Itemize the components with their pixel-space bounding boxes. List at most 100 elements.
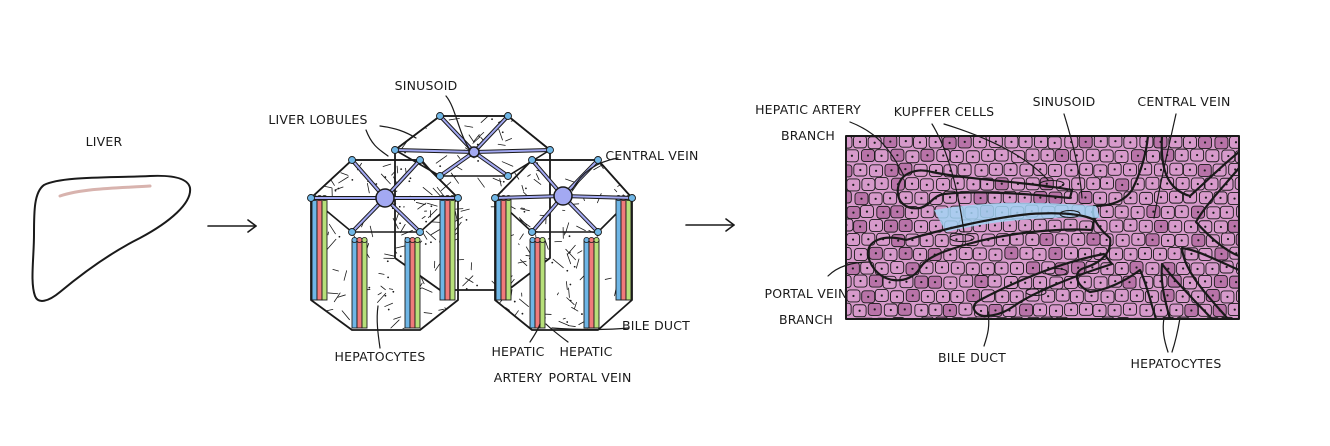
hepatocyte-cell	[928, 332, 941, 344]
hepatocyte-cell	[846, 247, 852, 261]
cell-nucleus	[1188, 141, 1192, 144]
cell-nucleus	[949, 253, 952, 256]
cell-nucleus	[890, 169, 893, 172]
bile-duct-stripe	[414, 239, 421, 329]
hepatocyte-cell	[990, 332, 1003, 344]
cell-nucleus	[1084, 140, 1087, 143]
liver-organ	[31, 174, 192, 302]
cell-nucleus	[1175, 308, 1178, 312]
label-portal-vein-branch-1: PORTAL VEIN	[765, 286, 848, 301]
label-hepatic-portal-vein-2: PORTAL VEIN	[549, 370, 632, 385]
hepatocyte-cell	[1229, 275, 1239, 289]
cell-nucleus	[1024, 224, 1027, 227]
cell-nucleus	[1098, 309, 1101, 312]
cell-nucleus	[1090, 294, 1093, 297]
cell-nucleus	[1031, 154, 1034, 157]
cell-nucleus	[1122, 322, 1124, 324]
cell-nucleus	[1114, 197, 1117, 200]
cell-nucleus	[896, 154, 899, 157]
arrow-right-icon	[207, 219, 257, 233]
cell-nucleus	[1129, 224, 1132, 227]
bile-duct-stripe	[625, 197, 632, 301]
cell-nucleus	[1039, 196, 1042, 199]
sinusoid-spoke	[562, 195, 633, 199]
cell-nucleus	[1031, 266, 1035, 270]
hepatocyte-cell	[1064, 332, 1077, 344]
cell-nucleus	[1166, 182, 1169, 185]
cell-nucleus	[1137, 238, 1140, 241]
cell-nucleus	[1038, 281, 1042, 284]
cell-nucleus	[1069, 252, 1073, 255]
cell-nucleus	[1173, 252, 1176, 255]
hepatocyte-cell	[839, 332, 852, 344]
cell-nucleus	[1196, 211, 1200, 214]
cell-nucleus	[852, 211, 855, 214]
cell-nucleus	[1039, 336, 1041, 338]
cell-nucleus	[1008, 224, 1011, 227]
cell-nucleus	[972, 294, 975, 297]
cell-nucleus	[889, 197, 892, 200]
cell-nucleus	[1114, 252, 1118, 256]
cell-nucleus	[880, 154, 883, 157]
cell-nucleus	[1120, 294, 1123, 297]
cell-nucleus	[971, 267, 974, 270]
cell-nucleus	[1128, 308, 1132, 311]
cell-nucleus	[904, 168, 907, 171]
hepatocyte-cell	[943, 332, 956, 344]
cell-nucleus	[1099, 281, 1102, 284]
hepatocyte-cell	[1214, 331, 1227, 343]
cell-nucleus	[1233, 225, 1236, 228]
cell-nucleus	[888, 281, 891, 284]
hepatocyte-cell	[1140, 331, 1153, 343]
cell-nucleus	[1257, 295, 1259, 297]
cell-nucleus	[1061, 294, 1064, 297]
hepatocyte-cell	[884, 332, 897, 344]
cell-nucleus	[1212, 211, 1215, 214]
cell-nucleus	[1045, 182, 1048, 185]
label-hepatic-artery-branch-1: HEPATIC ARTERY	[755, 102, 861, 117]
cell-nucleus	[1105, 210, 1108, 213]
hepatocyte-cell	[846, 190, 852, 204]
label-hepatocytes-left: HEPATOCYTES	[335, 349, 426, 364]
cell-nucleus	[1257, 266, 1259, 268]
cell-nucleus	[926, 154, 929, 157]
cell-nucleus	[948, 337, 950, 339]
cell-nucleus	[1226, 295, 1229, 298]
label-portal-vein-branch-2: BRANCH	[779, 312, 833, 327]
cell-nucleus	[1152, 324, 1154, 326]
cell-nucleus	[1167, 267, 1170, 270]
cell-nucleus	[1227, 154, 1230, 158]
hepatic-artery-branch	[896, 169, 1074, 210]
cell-nucleus	[1225, 265, 1228, 269]
cell-nucleus	[964, 252, 967, 255]
cell-nucleus	[1085, 168, 1088, 171]
cell-nucleus	[1159, 196, 1163, 199]
cell-nucleus	[1121, 239, 1124, 242]
cell-nucleus	[1150, 295, 1153, 298]
cell-nucleus	[1083, 253, 1087, 256]
label-hepatic-portal-vein-1: HEPATIC	[559, 344, 612, 359]
cell-nucleus	[1174, 196, 1178, 199]
cell-nucleus	[1135, 266, 1138, 269]
hepatocyte-cell	[1234, 177, 1239, 191]
cell-nucleus	[1143, 252, 1147, 255]
cell-nucleus	[963, 140, 966, 143]
cell-nucleus	[1070, 308, 1073, 311]
hepatocyte-cell	[1244, 193, 1257, 205]
cell-nucleus	[1008, 196, 1011, 199]
cell-nucleus	[1180, 154, 1183, 157]
hepatocyte-cell	[906, 318, 918, 319]
cell-nucleus	[911, 267, 914, 270]
cell-nucleus	[1115, 224, 1118, 228]
cell-nucleus	[1120, 210, 1123, 214]
cell-nucleus	[881, 323, 883, 325]
cell-nucleus	[874, 252, 877, 255]
hepatocyte-cell	[1251, 234, 1264, 246]
bile-duct-stripe	[449, 197, 456, 301]
liver-label: LIVER	[86, 134, 123, 149]
hepatocyte-cell	[899, 333, 912, 345]
cell-nucleus	[1046, 154, 1049, 157]
cell-nucleus	[1219, 280, 1222, 283]
cell-nucleus	[1084, 308, 1088, 311]
